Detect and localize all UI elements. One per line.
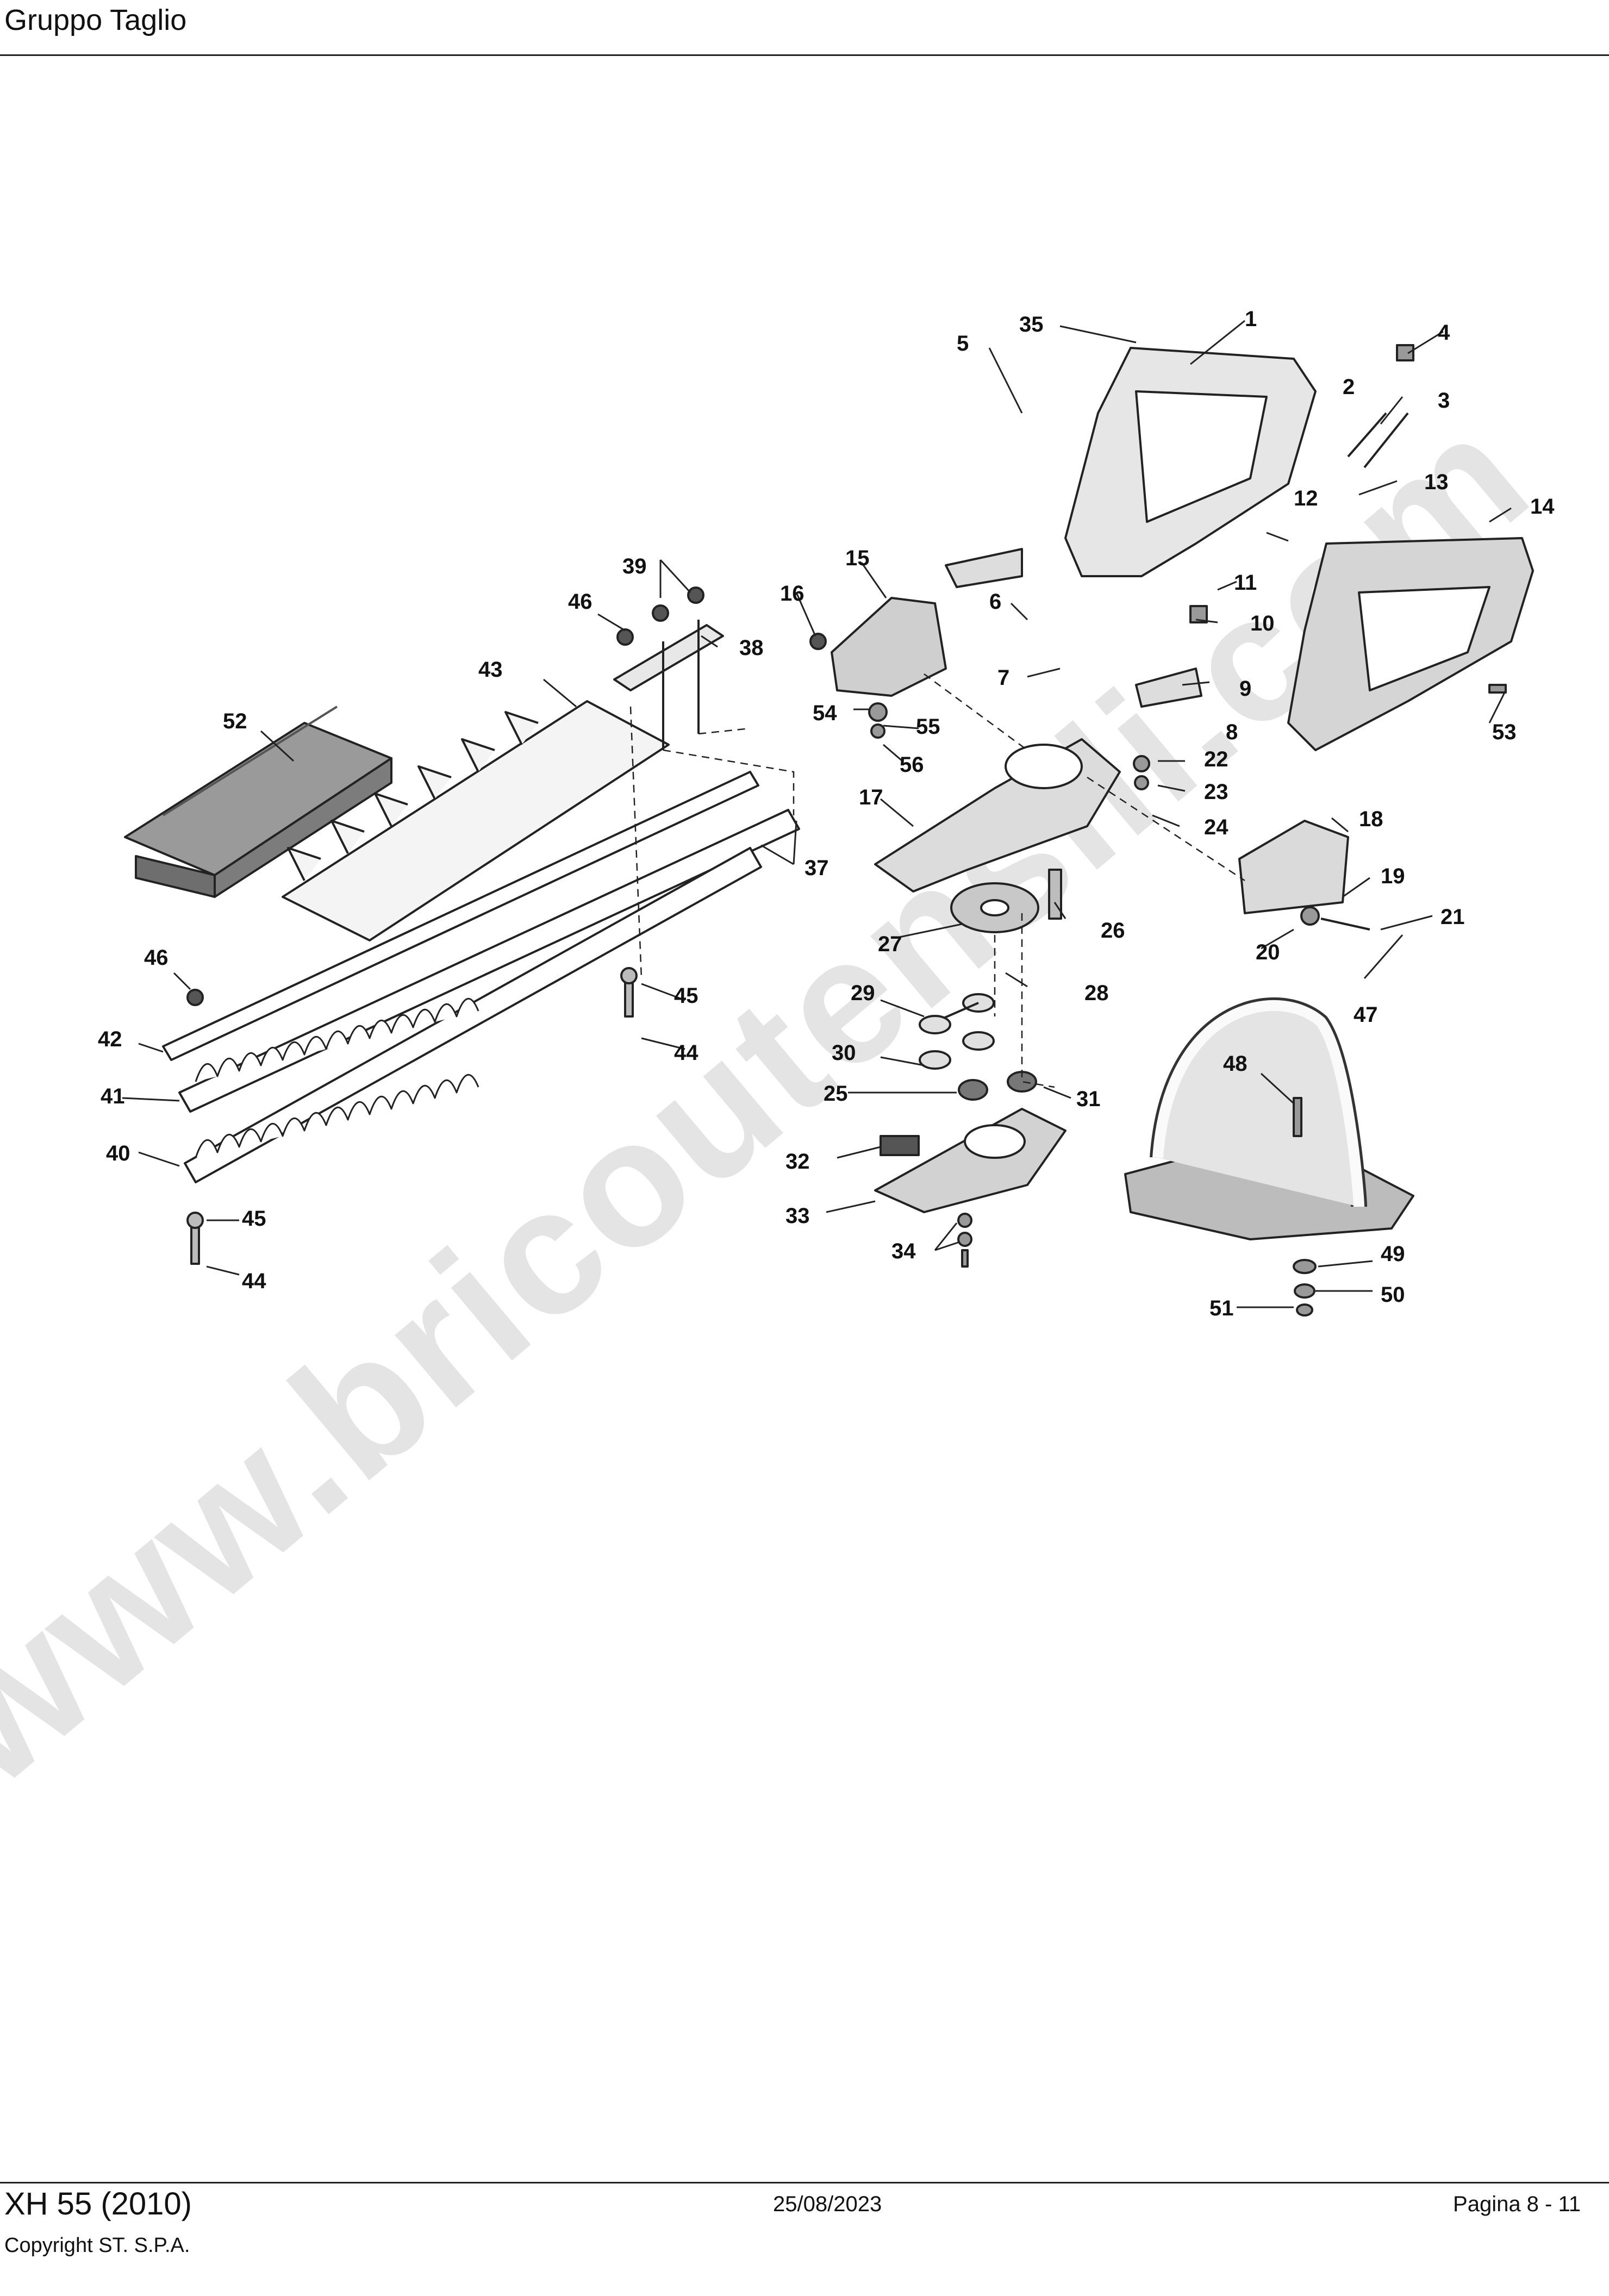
callout-52: 52 [223, 709, 247, 733]
footer-model: XH 55 (2010) [4, 2186, 192, 2222]
callout-29: 29 [851, 981, 875, 1005]
callout-7: 7 [997, 666, 1009, 690]
part-pinion-shaft [1048, 869, 1062, 920]
callout-50: 50 [1381, 1283, 1405, 1307]
part-upper-blade [282, 700, 670, 941]
leader-lines [122, 320, 1512, 1308]
part-lower-blades [162, 771, 800, 1183]
callout-44: 44 [674, 1041, 699, 1065]
callout-8: 8 [1226, 720, 1238, 744]
callout-3: 3 [1438, 389, 1450, 413]
footer-divider [0, 2182, 1609, 2183]
header-divider [0, 54, 1609, 56]
callout-4: 4 [1438, 321, 1450, 345]
callout-47: 47 [1354, 1003, 1378, 1027]
part-screws [186, 587, 704, 1265]
callout-11: 11 [1234, 571, 1257, 595]
footer-page-number: Pagina 8 - 11 [1453, 2192, 1581, 2216]
part-handle-housing [1064, 347, 1317, 577]
part-blade-covers [124, 706, 392, 898]
callout-18: 18 [1359, 807, 1383, 831]
callout-37: 37 [804, 856, 829, 880]
part-gear [950, 882, 1039, 933]
part-bracket [1238, 820, 1349, 914]
callout-6: 6 [989, 590, 1001, 614]
part-handle-cover [1287, 537, 1534, 751]
callout-46: 46 [568, 590, 593, 614]
callout-38: 38 [739, 636, 764, 660]
callout-39: 39 [622, 554, 647, 578]
part-connecting-rods [919, 993, 1037, 1101]
callout-45: 45 [242, 1207, 266, 1231]
callout-48: 48 [1223, 1052, 1248, 1076]
part-blade-plate [613, 620, 724, 750]
callout-21: 21 [1440, 905, 1465, 929]
callout-35: 35 [1019, 313, 1044, 336]
callout-24: 24 [1204, 815, 1228, 839]
callout-30: 30 [832, 1041, 856, 1065]
callout-9: 9 [1239, 677, 1251, 701]
callout-43: 43 [478, 658, 503, 682]
part-small-components [809, 344, 1507, 1317]
callout-14: 14 [1530, 495, 1555, 519]
callout-26: 26 [1101, 919, 1125, 943]
callout-16: 16 [780, 582, 804, 606]
callout-25: 25 [824, 1082, 848, 1106]
callout-53: 53 [1492, 720, 1517, 744]
callout-40: 40 [106, 1141, 130, 1165]
assembly-dash-lines [629, 673, 1245, 1088]
footer-date: 25/08/2023 [773, 2192, 882, 2216]
callout-41: 41 [101, 1084, 125, 1108]
callout-45: 45 [674, 984, 699, 1008]
callout-44: 44 [242, 1269, 266, 1293]
footer-copyright: Copyright ST. S.P.A. [4, 2234, 190, 2257]
callout-34: 34 [891, 1239, 916, 1263]
callout-20: 20 [1256, 940, 1280, 964]
callout-28: 28 [1084, 981, 1109, 1005]
callout-31: 31 [1076, 1087, 1101, 1111]
callout-17: 17 [859, 785, 883, 809]
callout-2: 2 [1343, 375, 1355, 399]
callout-13: 13 [1424, 470, 1449, 494]
callout-46: 46 [144, 946, 169, 970]
callout-51: 51 [1209, 1296, 1234, 1320]
callout-12: 12 [1294, 486, 1318, 510]
callout-54: 54 [813, 701, 837, 725]
callout-56: 56 [900, 753, 924, 777]
callout-49: 49 [1381, 1242, 1405, 1266]
callout-33: 33 [785, 1204, 810, 1228]
callout-23: 23 [1204, 780, 1228, 804]
callout-42: 42 [98, 1027, 122, 1051]
part-gearbox [874, 738, 1121, 893]
callout-labels: 1234567891011121314151617181920212223242… [98, 307, 1555, 1320]
part-lower-cover [874, 1108, 1067, 1213]
part-gear-housing-top [831, 597, 947, 697]
page-title: Gruppo Taglio [4, 4, 187, 36]
callout-15: 15 [845, 546, 870, 570]
callout-55: 55 [916, 715, 940, 739]
callout-1: 1 [1245, 307, 1257, 331]
part-front-handle [1124, 997, 1414, 1240]
callout-19: 19 [1381, 864, 1405, 888]
callout-5: 5 [957, 332, 969, 355]
callout-27: 27 [878, 932, 902, 956]
callout-10: 10 [1250, 612, 1275, 635]
callout-32: 32 [785, 1150, 810, 1174]
callout-22: 22 [1204, 747, 1228, 771]
